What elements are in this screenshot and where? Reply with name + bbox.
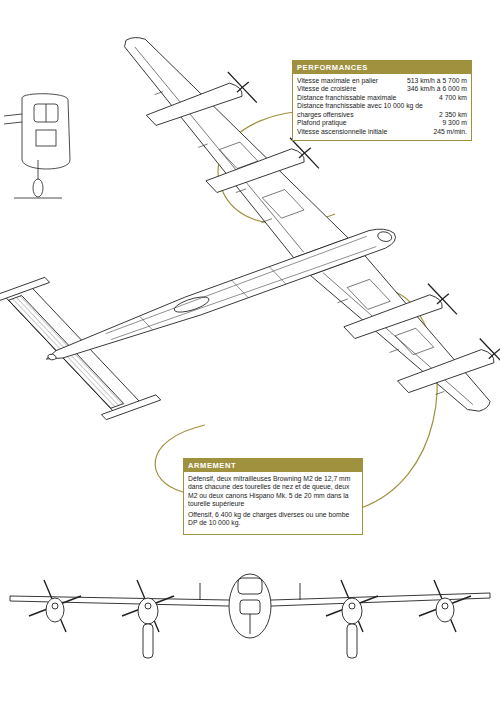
spinner (442, 603, 448, 609)
nose-turret (375, 230, 395, 243)
fuselage-section (22, 94, 70, 169)
ground-line (14, 198, 62, 199)
plan-view (0, 17, 500, 515)
table-row: Distance franchissable avec 10 000 kg de… (297, 102, 467, 119)
table-value: 245 m/min. (433, 128, 467, 136)
fin-front (200, 583, 201, 600)
table-row: Plafond pratique 9 300 m (297, 119, 467, 127)
nacelle-front (138, 598, 158, 624)
turret (36, 130, 56, 146)
fuselage-front (229, 574, 271, 638)
dorsal-turret (171, 294, 213, 315)
spinner (52, 603, 58, 609)
frame-line (46, 104, 47, 122)
wheel (33, 179, 43, 197)
table-label: Distance franchissable maximale (297, 94, 435, 102)
fin-front (300, 583, 301, 600)
inset-front-view (4, 94, 70, 198)
table-label: Distance franchissable avec 10 000 kg de… (297, 102, 435, 119)
spinner (349, 603, 355, 609)
wheel-front (347, 624, 357, 658)
nacelle-front (436, 598, 454, 622)
nacelle-front (342, 598, 362, 624)
performance-table: PERFORMANCES Vitesse maximale en palier 51… (292, 60, 472, 141)
fin (0, 277, 50, 302)
table-row: Distance franchissable maximale 4 700 km (297, 94, 467, 102)
table-label: Vitesse de croisière (297, 85, 403, 93)
spinner (145, 603, 151, 609)
dorsal-turret-front (238, 578, 262, 594)
table-label: Vitesse ascensionnelle initiale (297, 128, 429, 136)
engine-nacelles (143, 82, 498, 394)
box-body: Défensif, deux mitrailleuses Browning M2… (184, 472, 362, 534)
wing-panels (106, 43, 485, 415)
nacelle-front (46, 598, 64, 622)
table-row: Vitesse de croisière 346 km/h à 6 000 m (297, 85, 467, 93)
body-text: Défensif, deux mitrailleuses Browning M2… (188, 475, 358, 509)
table-row: Vitesse maximale en palier 513 km/h à 5 7… (297, 77, 467, 85)
table-value: 2 350 km (439, 111, 467, 119)
table-value: 513 km/h à 5 700 m (407, 77, 467, 85)
gear-leg (38, 160, 39, 180)
tail-turret (46, 353, 57, 360)
box-body: Vitesse maximale en palier 513 km/h à 5 7… (293, 74, 471, 140)
box-heading: PERFORMANCES (293, 61, 471, 74)
box-heading: ARMEMENT (184, 459, 362, 472)
table-value: 9 300 m (442, 119, 467, 127)
right-wing (310, 256, 500, 423)
frame-line (250, 614, 251, 634)
table-label: Vitesse maximale en palier (297, 77, 403, 85)
table-row: Vitesse ascensionnelle initiale 245 m/min… (297, 128, 467, 136)
nose-turret-front (240, 600, 260, 614)
table-label: Plafond pratique (297, 119, 438, 127)
nose-glazing (34, 104, 58, 122)
fuselage-lines (100, 233, 380, 346)
table-value: 346 km/h à 6 000 m (407, 85, 467, 93)
fuselage (38, 224, 402, 367)
wheel-front (143, 624, 153, 658)
fin (101, 395, 160, 420)
table-value: 4 700 km (439, 94, 467, 102)
front-view (10, 574, 490, 658)
armament-box: ARMEMENT Défensif, deux mitrailleuses Bro… (183, 458, 363, 535)
body-text: Offensif, 6 400 kg de charges diverses o… (188, 511, 358, 528)
